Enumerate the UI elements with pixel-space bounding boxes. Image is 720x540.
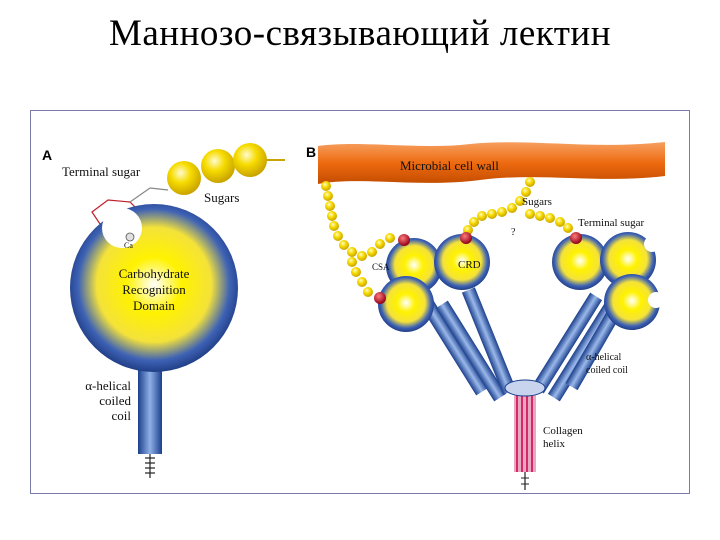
crd-label-line1: Carbohydrate <box>119 266 190 281</box>
helical-stem <box>138 358 162 454</box>
coil-label-line1: α-helical <box>85 378 131 393</box>
terminal-sugar-ball <box>460 232 472 244</box>
helical-rods-left <box>417 287 517 402</box>
crd-head <box>552 234 608 290</box>
panel-a-sugar-chain <box>167 143 285 195</box>
terminal-sugar-ball <box>398 234 410 246</box>
panel-b: B Microbial cell wall Sugars Terminal su… <box>306 142 665 490</box>
sugar-ball <box>201 149 235 183</box>
panel-a-sugars-label: Sugars <box>204 190 239 205</box>
panel-b-terminal-sugar-label: Terminal sugar <box>578 217 644 229</box>
microbial-cell-wall <box>318 142 665 184</box>
crd-head <box>434 234 490 290</box>
crd-label-line2: Recognition <box>122 282 186 297</box>
crd-label-line3: Domain <box>133 298 175 313</box>
rod-junction <box>504 379 546 397</box>
panel-b-sugar-chain-right <box>463 177 573 235</box>
panel-a: A Terminal sugar Sugars OH OH <box>42 143 285 478</box>
collagen-helix <box>514 392 536 490</box>
coil-label-line3: coil <box>112 408 132 423</box>
binding-pocket <box>648 292 664 308</box>
crd-cluster-right <box>552 232 664 330</box>
panel-a-letter: A <box>42 147 52 163</box>
crd-head <box>378 276 434 332</box>
terminal-sugar-ball <box>570 232 582 244</box>
coil-label-line2: coiled <box>99 393 131 408</box>
panel-b-sugars-label: Sugars <box>522 196 552 208</box>
panel-b-letter: B <box>306 144 316 160</box>
crd-head <box>604 274 660 330</box>
binding-pocket <box>644 236 660 252</box>
panel-b-coil-label-line2: coiled coil <box>586 365 628 376</box>
collagen-label-line2: helix <box>543 438 565 450</box>
sugar-ball <box>167 161 201 195</box>
binding-pocket <box>102 208 142 248</box>
crd-sphere <box>70 204 238 372</box>
panel-a-terminal-sugar-label: Terminal sugar <box>62 164 141 179</box>
slide-title: Маннозо-связывающий лектин <box>108 13 612 54</box>
panel-b-coil-label-line1: α-helical <box>586 352 621 363</box>
panel-b-sugar-chain-left <box>321 181 395 297</box>
cell-wall-label: Microbial cell wall <box>400 158 499 173</box>
collagen-label-line1: Collagen <box>543 425 583 437</box>
crd-head <box>600 232 656 288</box>
question-mark: ? <box>511 227 516 238</box>
ca-label: Ca <box>124 241 133 250</box>
csa-label: CSA <box>372 262 390 272</box>
stem-tail <box>145 454 155 478</box>
crd-cluster-left <box>374 232 490 332</box>
terminal-sugar-ball <box>374 292 386 304</box>
crd-label-b: CRD <box>458 259 481 271</box>
calcium-icon <box>125 232 135 242</box>
sugar-ball <box>233 143 267 177</box>
